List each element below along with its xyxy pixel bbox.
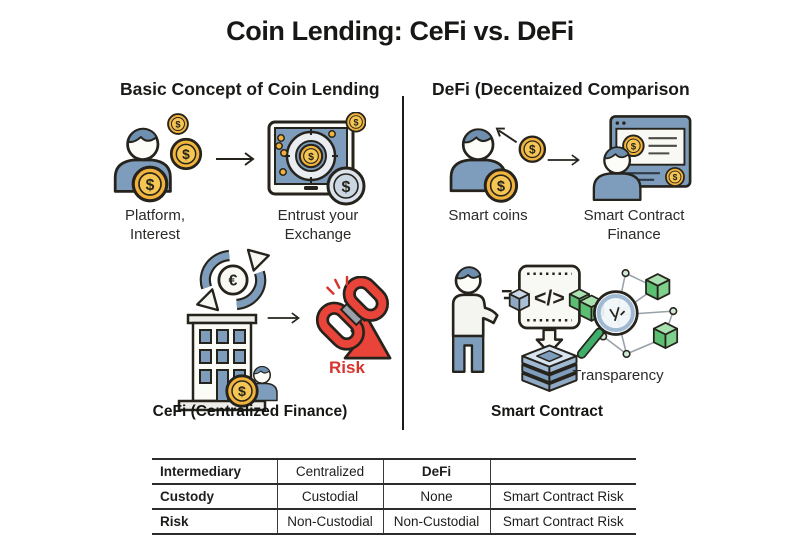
person-coins-icon [113, 113, 203, 203]
arrow-right-icon [547, 154, 580, 166]
risk-label: Risk [329, 358, 365, 377]
svg-text:€: € [229, 273, 238, 290]
smart-contract-code-icon: </> [501, 264, 590, 392]
transparency-magnifier-icon [576, 269, 679, 359]
table-cell [489, 459, 636, 484]
comparison-table: Intermediary Centralized DeFi Custody Cu… [152, 458, 636, 535]
right-heading: DeFi (Decentaized Comparison [432, 79, 690, 99]
person-receive-coin-icon [449, 127, 547, 203]
step-label-smart-contract-finance: Smart Contract Finance [583, 207, 685, 244]
row-header: Intermediary [160, 464, 242, 479]
transparency-label: Transparency [572, 367, 664, 384]
table-cell: Centralized [276, 459, 383, 484]
broken-chain-risk-icon [315, 276, 392, 360]
page-title: Coin Lending: CeFi vs. DeFi [226, 16, 574, 46]
table-cell: Custodial [276, 484, 383, 509]
table-row: Intermediary Centralized DeFi [152, 459, 636, 484]
blockchain-stack-icon [521, 344, 578, 392]
table-cell: Non-Custodial [276, 509, 383, 534]
table-cell: Non-Custodial [382, 509, 490, 534]
panel-divider [402, 96, 404, 430]
table-row: Custody Custodial None Smart Contract Ri… [152, 484, 636, 509]
left-heading: Basic Concept of Coin Lending [120, 79, 380, 99]
currency-cycle-icon: € [196, 248, 270, 312]
arrow-right-icon [216, 152, 255, 166]
row-header: Custody [160, 489, 214, 504]
standing-person-icon [451, 266, 499, 373]
row-header: Risk [160, 514, 189, 529]
svg-text:</>: </> [534, 286, 565, 310]
arrow-right-icon [267, 312, 300, 324]
table-cell: Smart Contract Risk [489, 509, 636, 534]
step-label-smart-coins: Smart coins [448, 207, 528, 224]
step-label-entrust-exchange: Entrust your Exchange [277, 207, 359, 244]
bank-building-icon [177, 313, 278, 412]
trading-screen-icon: $ [267, 112, 366, 206]
table-cell: None [382, 484, 490, 509]
svg-text:$: $ [342, 179, 351, 196]
step-label-platform-interest: Platform, Interest [124, 207, 185, 244]
defi-browser-icon [592, 115, 692, 202]
defi-caption: Smart Contract [491, 403, 603, 420]
cefi-caption: CeFi (Centralized Finance) [152, 403, 348, 420]
table-row: Risk Non-Custodial Non-Custodial Smart C… [152, 509, 636, 534]
table-cell: DeFi [382, 459, 490, 484]
table-cell: Smart Contract Risk [489, 484, 636, 509]
